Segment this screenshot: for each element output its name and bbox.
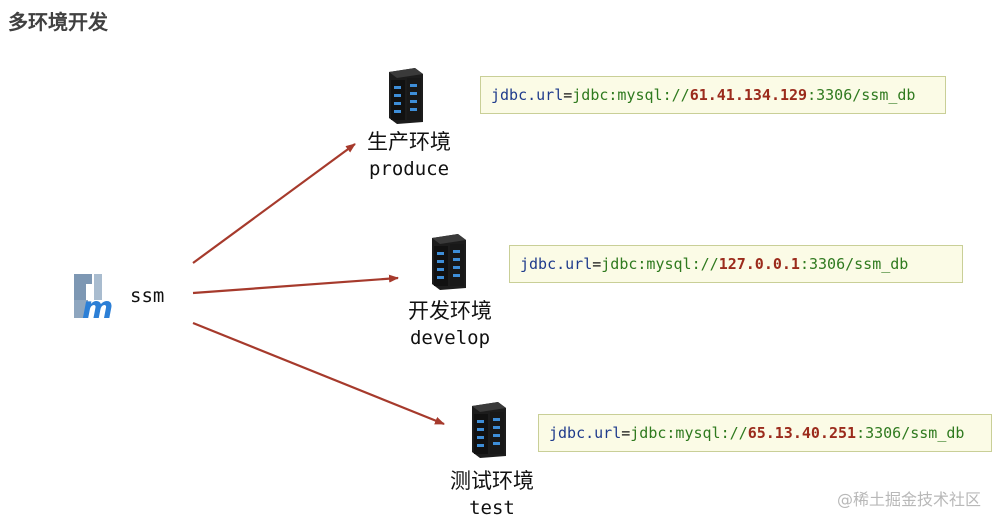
maven-m-logo-icon: m	[74, 274, 113, 320]
arrow-to-develop	[192, 274, 399, 295]
env-name-cn: 测试环境	[450, 469, 534, 493]
svg-text:m: m	[82, 291, 113, 320]
config-eq: =	[592, 255, 602, 273]
config-prefix: jdbc:mysql://	[630, 424, 748, 442]
config-key: jdbc.url	[520, 255, 593, 273]
env-name-en: test	[469, 497, 515, 519]
config-key: jdbc.url	[491, 86, 564, 104]
config-prefix: jdbc:mysql://	[601, 255, 719, 273]
arrow-to-produce	[192, 143, 356, 264]
watermark: @稀土掘金技术社区	[836, 490, 981, 509]
env-label-test: 测试环境 test	[422, 467, 562, 521]
env-name-cn: 开发环境	[408, 299, 492, 323]
project-name: ssm	[130, 285, 165, 307]
server-rack-icon	[389, 68, 423, 124]
server-rack-icon	[472, 402, 506, 458]
config-develop: jdbc.url=jdbc:mysql://127.0.0.1:3306/ssm…	[509, 245, 963, 283]
page-title: 多环境开发	[8, 10, 108, 34]
config-test: jdbc.url=jdbc:mysql://65.13.40.251:3306/…	[538, 414, 992, 452]
env-name-en: develop	[409, 327, 491, 349]
arrow-to-test	[192, 321, 445, 426]
config-host: 65.13.40.251	[747, 424, 857, 442]
config-suffix: :3306/ssm_db	[807, 86, 916, 104]
config-produce: jdbc.url=jdbc:mysql://61.41.134.129:3306…	[480, 76, 946, 114]
config-key: jdbc.url	[549, 424, 622, 442]
config-suffix: :3306/ssm_db	[799, 255, 909, 273]
config-host: 127.0.0.1	[718, 255, 800, 273]
env-label-develop: 开发环境 develop	[380, 297, 520, 351]
config-prefix: jdbc:mysql://	[572, 86, 690, 104]
config-host: 61.41.134.129	[689, 86, 808, 104]
config-eq: =	[621, 424, 631, 442]
env-name-en: produce	[368, 158, 450, 180]
config-eq: =	[563, 86, 573, 104]
config-suffix: :3306/ssm_db	[856, 424, 965, 442]
server-rack-icon	[432, 234, 466, 290]
env-label-produce: 生产环境 produce	[339, 128, 479, 182]
env-name-cn: 生产环境	[367, 130, 451, 154]
